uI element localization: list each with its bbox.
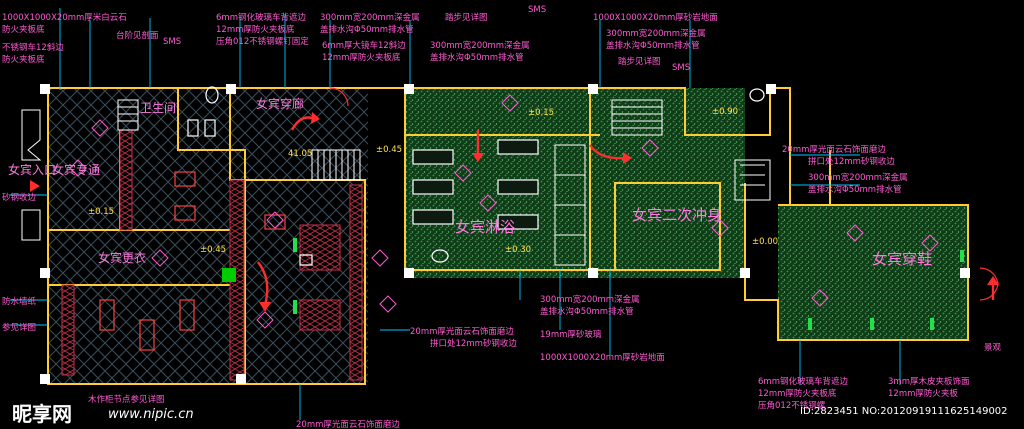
note-left-2: 防水墙纸 xyxy=(2,296,37,307)
watermark-url: www.nipic.cn xyxy=(108,407,194,422)
glass-panels xyxy=(293,238,964,330)
note-right-2: 拼口处12mm砂钢收边 xyxy=(808,156,895,167)
note-bottom-3: 300mm宽200mm深金属 xyxy=(540,294,640,305)
note-top-12: 盖排水沟Φ50mm排水管 xyxy=(430,52,524,63)
locker-units xyxy=(61,129,363,381)
note-bottom-1: 20mm厚光面云石饰面磨边 xyxy=(410,326,514,337)
entrance-wall xyxy=(21,109,42,241)
note-bottom-10: 3mm厚木皮夹板饰面 xyxy=(888,376,970,387)
watermark-id: ID:2823451 NO:20120919111625149002 xyxy=(800,406,1008,417)
note-top-3: 12mm厚防火夹板底 xyxy=(216,24,295,35)
benches xyxy=(99,171,286,351)
note-bottom-8: 12mm厚防火夹板底 xyxy=(758,388,837,399)
note-top-2: 6mm钢化玻璃车背遮边 xyxy=(216,12,306,23)
room-second-shower: 女宾二次冲身 xyxy=(632,206,722,224)
note-top-7: 盖排水沟Φ50mm排水管 xyxy=(320,24,414,35)
level-mark: ±0.00 xyxy=(752,237,778,247)
note-bottom-4: 盖排水沟Φ50mm排水管 xyxy=(540,306,634,317)
level-mark: ±0.15 xyxy=(88,207,114,217)
room-transit: 女宾专通 xyxy=(52,162,100,177)
level-mark: 41.05 xyxy=(288,149,312,159)
note-top-9: 12mm厚防火夹板底 xyxy=(322,52,401,63)
note-bottom-12: 木作柜节点参见详图 xyxy=(88,394,165,405)
room-corridor: 女宾穿廊 xyxy=(256,96,304,111)
note-top-13: 1000X1000X20mm厚砂岩地面 xyxy=(593,12,718,23)
note-bottom-11: 12mm厚防火夹板 xyxy=(888,388,958,399)
dressing-stone-floor xyxy=(778,205,968,340)
note-right-1: 20mm厚光面云石饰面磨边 xyxy=(782,144,886,155)
shower-stone-floor xyxy=(615,183,720,273)
room-lady-entrance: 女宾入口 xyxy=(8,162,56,177)
leader-lines xyxy=(10,8,901,420)
level-mark: ±0.15 xyxy=(528,108,554,118)
note-top-16: 踏步见详图 xyxy=(618,56,661,67)
note-right-3: 300mm宽200mm深金属 xyxy=(808,172,908,183)
note-top-4: 压角012不锈钢螺钉固定 xyxy=(216,36,309,47)
room-dressing: 女宾穿鞋 xyxy=(872,250,932,268)
stairs xyxy=(117,99,663,181)
note-top-11: 300mm宽200mm深金属 xyxy=(430,40,530,51)
note-bottom-6: 1000X1000X20mm厚砂岩地面 xyxy=(540,352,665,363)
section-tag: SMS xyxy=(672,63,690,73)
note-left-1: 砂钢收边 xyxy=(2,192,37,203)
room-locker: 女宾更衣 xyxy=(98,250,146,265)
note-bottom-13: 20mm厚光面云石饰面磨边 xyxy=(296,419,400,429)
room-bath: 女宾淋浴 xyxy=(455,218,515,236)
shower-cubicles xyxy=(554,144,771,266)
note-top-left-4: 防火夹板底 xyxy=(2,54,45,65)
note-bottom-9: 压角012不锈钢螺 xyxy=(758,400,826,411)
toilet-fixtures xyxy=(187,86,765,266)
level-mark: ±0.90 xyxy=(712,107,738,117)
note-top-6: 300mm宽200mm深金属 xyxy=(320,12,420,23)
note-top-14: 300mm宽200mm深金属 xyxy=(606,28,706,39)
note-left-3: 参见详图 xyxy=(2,322,36,333)
green-marker xyxy=(222,268,236,282)
level-mark: ±0.30 xyxy=(505,245,531,255)
note-bottom-5: 19mm厚砂玻璃 xyxy=(540,329,602,340)
room-toilet: 卫生间 xyxy=(140,101,176,115)
note-top-5: 台阶见剖面 xyxy=(116,30,159,41)
columns xyxy=(40,84,970,384)
note-top-15: 盖排水沟Φ50mm排水管 xyxy=(606,40,700,51)
arrow-heads xyxy=(30,112,999,312)
note-top-10: 踏步见详图 xyxy=(445,12,488,23)
section-tag: SMS xyxy=(163,37,181,47)
note-top-left-1: 1000X1000X20mm厚米白云石 xyxy=(2,12,127,23)
note-top-left-2: 防火夹板底 xyxy=(2,24,45,35)
note-bottom-2: 拼口处12mm砂钢收边 xyxy=(430,338,517,349)
level-mark: ±0.45 xyxy=(200,245,226,255)
note-top-left-3: 不锈钢车12斜边 xyxy=(2,42,64,53)
section-tag: SMS xyxy=(528,5,546,15)
level-mark: ±0.45 xyxy=(376,145,402,155)
note-top-8: 6mm厚大镜车12斜边 xyxy=(322,40,406,51)
bath-units xyxy=(412,139,539,230)
watermark-brand: 昵享网 xyxy=(12,402,72,426)
note-right-4: 盖排水沟Φ50mm排水管 xyxy=(808,184,902,195)
note-bottom-right-tag: 景观 xyxy=(984,343,1002,353)
level-diamonds xyxy=(69,94,939,329)
note-bottom-7: 6mm钢化玻璃车背遮边 xyxy=(758,376,848,387)
